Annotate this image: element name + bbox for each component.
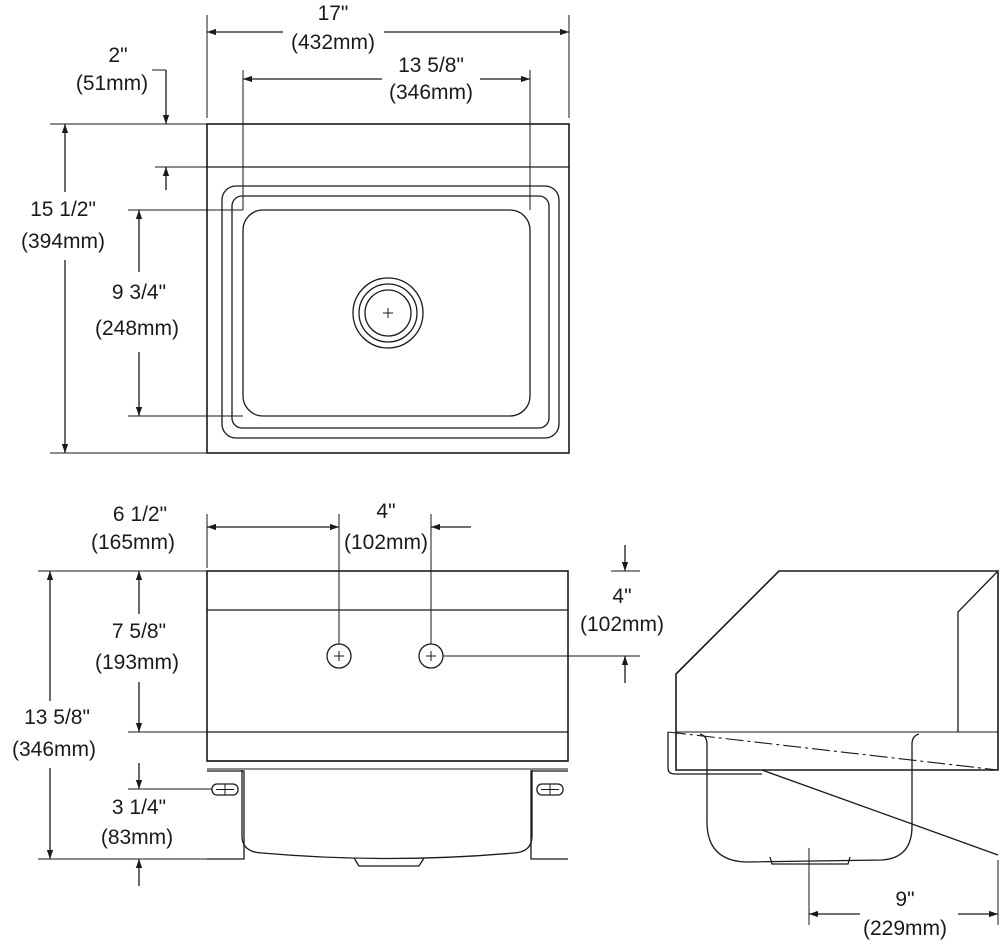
front-view: 6 1/2" (165mm) 4" (102mm) 4" (102mm) 7 5… [12, 500, 664, 886]
right-wall-bracket [530, 770, 568, 860]
dimension-faucet-spacing: 4" (102mm) [344, 500, 471, 644]
front-view-panel [206, 570, 569, 762]
bowl-rim-inner [231, 195, 550, 429]
side-centerline [667, 731, 999, 771]
dimension-overall-height: 13 5/8" (346mm) [12, 570, 207, 860]
bowl-basin [242, 209, 531, 417]
dimension-faucet-height: 4" (102mm) [443, 545, 664, 683]
faucet-height-metric: (102mm) [580, 613, 664, 636]
deck-depth-imperial: 2" [108, 44, 127, 67]
overall-depth-metric: (394mm) [21, 230, 105, 253]
side-bracket-brace [761, 769, 999, 856]
faucet-offset-imperial: 6 1/2" [113, 503, 167, 526]
overall-width-metric: (432mm) [291, 31, 375, 54]
front-drain-stub [353, 857, 425, 867]
dimension-bowl-projection: 9" (229mm) [808, 848, 999, 940]
dimension-bowl-width: 13 5/8" (346mm) [242, 54, 531, 210]
faucet-height-imperial: 4" [612, 585, 631, 608]
side-view-cabinet [675, 570, 999, 771]
top-view: 17" (432mm) 13 5/8" (346mm) 2" (51mm) [21, 2, 570, 454]
overall-width-imperial: 17" [318, 2, 349, 25]
drain [352, 277, 424, 349]
deck-depth-metric: (51mm) [76, 72, 148, 95]
splash-height-imperial: 7 5/8" [112, 620, 166, 643]
side-bowl [706, 744, 913, 863]
overall-height-imperial: 13 5/8" [24, 706, 90, 729]
bracket-height-metric: (83mm) [101, 826, 173, 849]
bracket-height-imperial: 3 1/4" [112, 796, 166, 819]
faucet-offset-metric: (165mm) [91, 531, 175, 554]
bowl-depth-metric: (248mm) [95, 317, 179, 340]
splash-height-metric: (193mm) [95, 651, 179, 674]
side-drain-stub [769, 856, 851, 865]
faucet-spacing-metric: (102mm) [344, 531, 428, 554]
dimension-overall-width: 17" (432mm) [206, 2, 570, 118]
bowl-width-metric: (346mm) [389, 81, 473, 104]
dimension-bowl-depth: 9 3/4" (248mm) [95, 209, 243, 417]
dimension-deck-depth: 2" (51mm) [50, 44, 207, 190]
dimension-splash-height: 7 5/8" (193mm) [95, 571, 207, 733]
dimension-overall-depth: 15 1/2" (394mm) [21, 124, 207, 454]
top-view-outline [206, 123, 570, 454]
dimension-faucet-offset: 6 1/2" (165mm) [91, 503, 340, 644]
bowl-projection-imperial: 9" [895, 888, 914, 911]
faucet-spacing-imperial: 4" [376, 500, 395, 523]
bowl-depth-imperial: 9 3/4" [112, 281, 166, 304]
bowl-width-imperial: 13 5/8" [398, 54, 464, 77]
dimension-bracket-height: 3 1/4" (83mm) [101, 763, 212, 886]
left-wall-bracket [207, 770, 245, 860]
bowl-rim-outer [221, 185, 560, 439]
bowl-projection-metric: (229mm) [863, 917, 947, 940]
overall-depth-imperial: 15 1/2" [30, 198, 96, 221]
overall-height-metric: (346mm) [12, 738, 96, 761]
side-view: 9" (229mm) [667, 570, 999, 940]
front-bowl [241, 770, 533, 860]
